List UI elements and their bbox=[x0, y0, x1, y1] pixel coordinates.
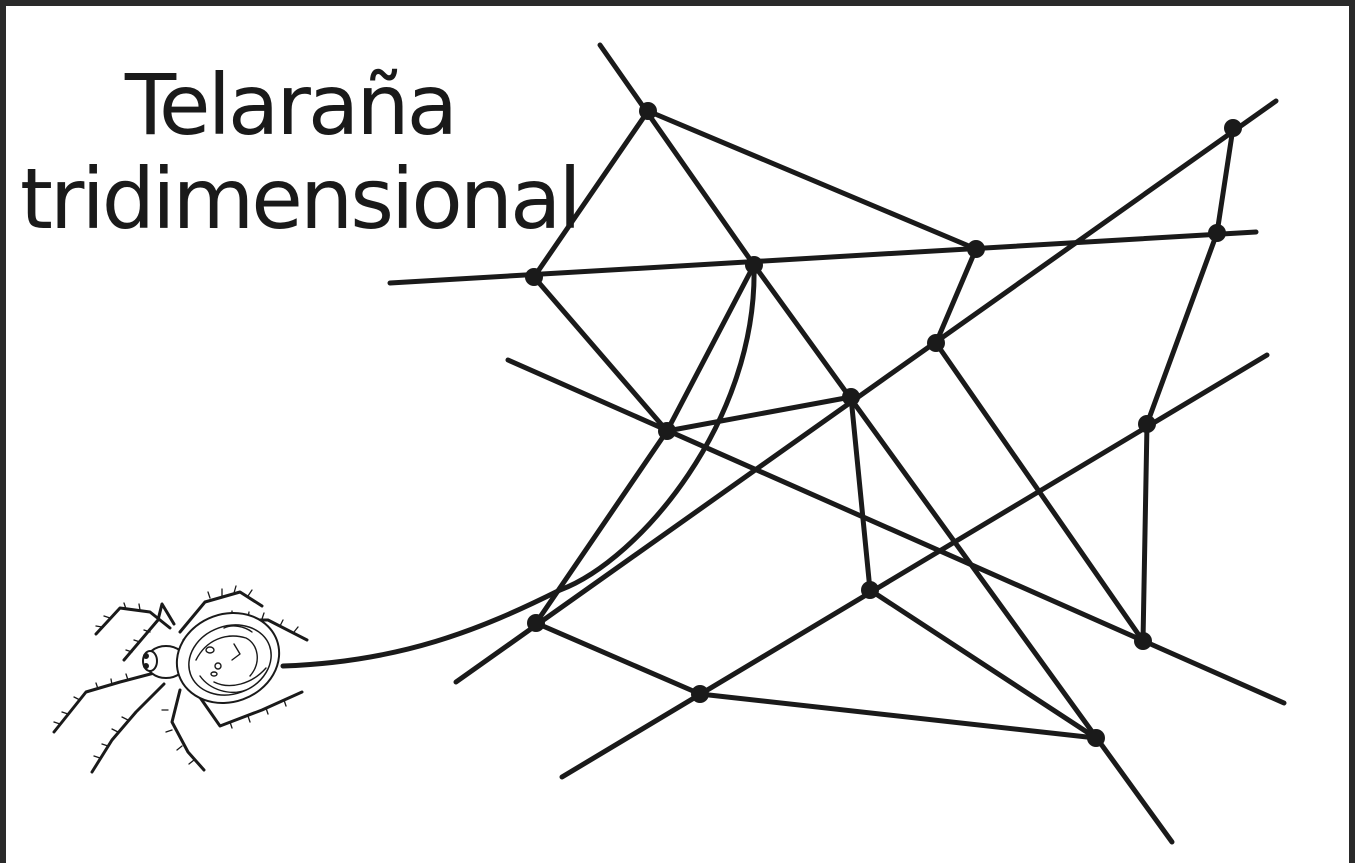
spider-leg-hairs bbox=[53, 585, 299, 765]
web-knot bbox=[1224, 119, 1242, 137]
title-line-1: Telaraña bbox=[124, 56, 458, 154]
spider-leg bbox=[170, 688, 206, 772]
web-knot bbox=[927, 334, 945, 352]
web-knots bbox=[525, 102, 1242, 747]
web-thread bbox=[751, 262, 1175, 845]
web-thread bbox=[453, 98, 1279, 685]
title-line-2: tridimensional bbox=[20, 150, 582, 248]
spider-abdomen bbox=[175, 611, 281, 705]
web-knot bbox=[1138, 415, 1156, 433]
web-thread bbox=[531, 274, 670, 434]
web-knot bbox=[527, 614, 545, 632]
web-thread bbox=[1144, 230, 1220, 427]
spider-leg bbox=[94, 606, 172, 636]
web-thread bbox=[867, 587, 1099, 741]
web-thread bbox=[559, 352, 1270, 780]
web-thread bbox=[664, 262, 757, 434]
web-thread bbox=[645, 108, 979, 252]
spider-leg bbox=[122, 602, 176, 662]
web-thread bbox=[533, 620, 703, 697]
web-knot bbox=[525, 268, 543, 286]
web-knot bbox=[1087, 729, 1105, 747]
web-knot bbox=[967, 240, 985, 258]
web-thread bbox=[933, 340, 1146, 644]
web-threads bbox=[280, 42, 1287, 845]
web-thread bbox=[848, 394, 873, 593]
web-thread bbox=[387, 229, 1259, 286]
spider-leg bbox=[52, 670, 160, 734]
web-thread bbox=[664, 394, 854, 434]
web-thread bbox=[505, 357, 1287, 706]
web-knot bbox=[861, 581, 879, 599]
page-title: Telaraña tridimensional bbox=[20, 56, 582, 248]
web-knot bbox=[1134, 632, 1152, 650]
web-knot bbox=[691, 685, 709, 703]
silk-strand bbox=[280, 262, 757, 669]
spider-eye bbox=[143, 663, 149, 669]
spider-markings bbox=[195, 625, 267, 694]
web-knot bbox=[745, 256, 763, 274]
spider-illustration bbox=[52, 585, 309, 774]
spider-leg bbox=[190, 684, 304, 728]
web-thread bbox=[597, 42, 757, 268]
web-thread bbox=[697, 691, 1099, 741]
web-knot bbox=[639, 102, 657, 120]
spider-leg bbox=[178, 590, 264, 634]
spider-eye bbox=[143, 653, 149, 659]
web-knot bbox=[658, 422, 676, 440]
web-thread bbox=[1214, 125, 1236, 236]
spider-leg bbox=[90, 682, 166, 774]
web-knot bbox=[842, 388, 860, 406]
web-thread bbox=[933, 246, 979, 346]
web-thread bbox=[531, 108, 651, 280]
web-knot bbox=[1208, 224, 1226, 242]
web-thread bbox=[1140, 421, 1150, 644]
